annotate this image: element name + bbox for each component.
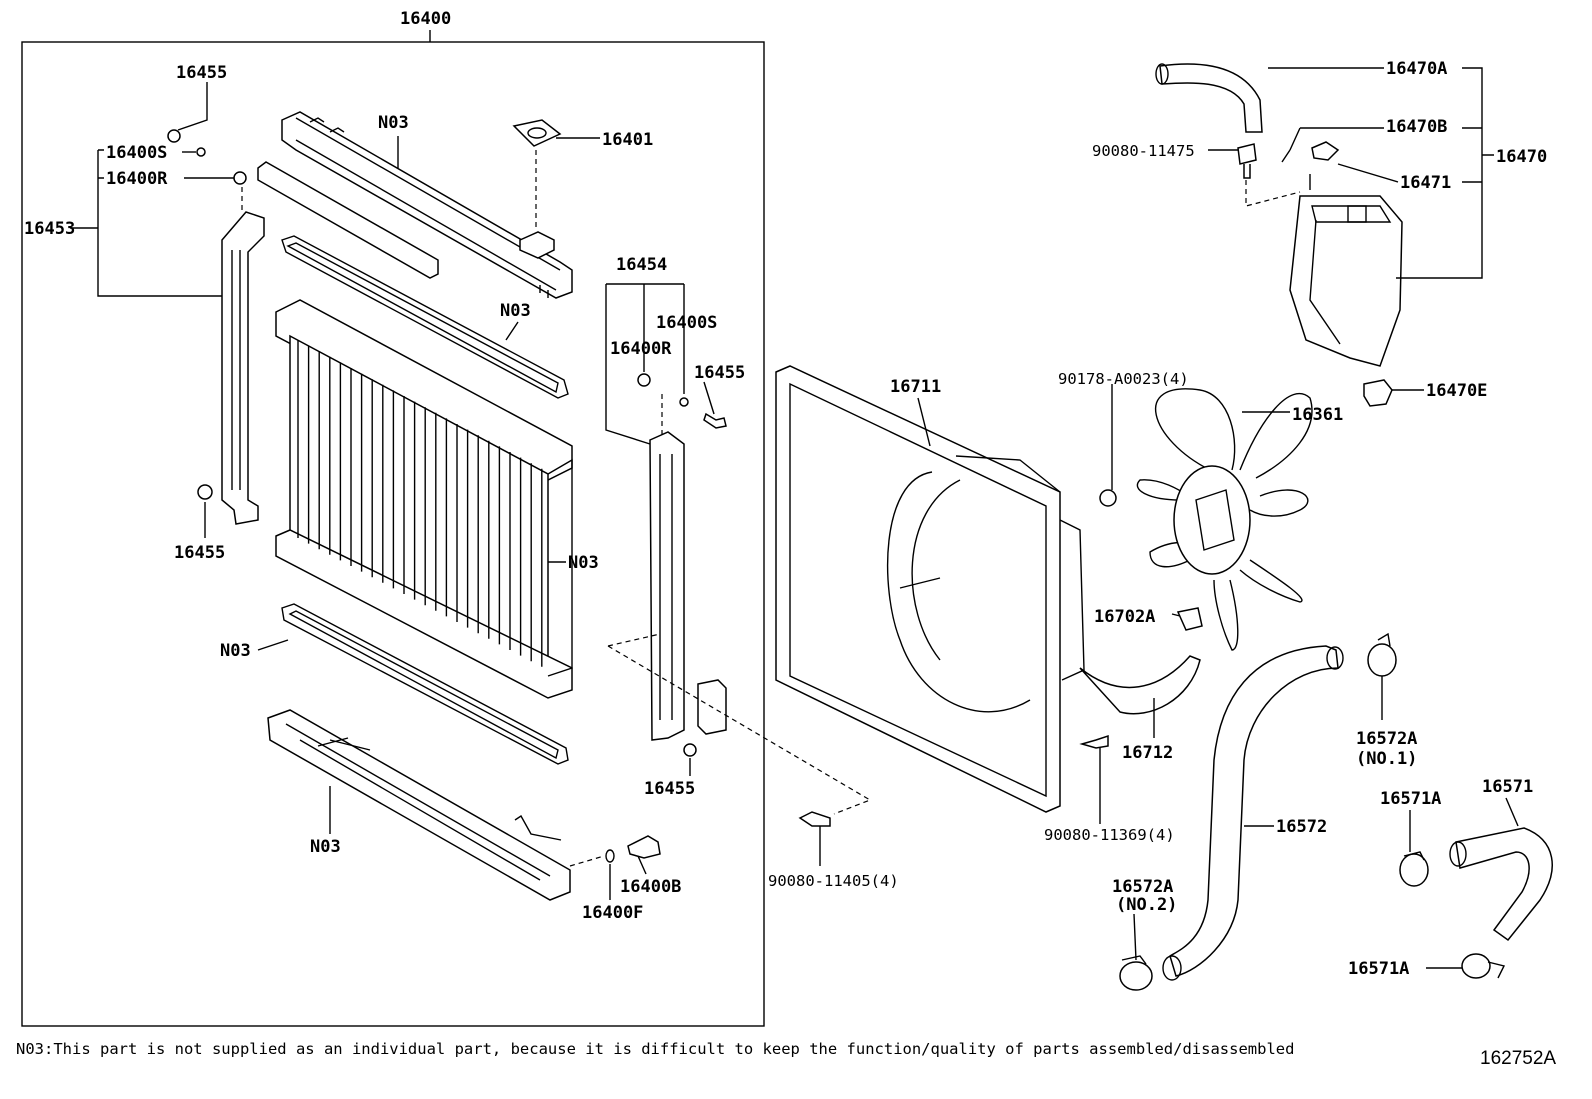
- label-16455-top-right: 16455: [694, 363, 745, 383]
- upper-seal-strip-graphic: [257, 161, 439, 279]
- right-bolt-bottom-graphic: [683, 743, 697, 757]
- radiator-cap-graphic: [512, 119, 562, 147]
- leader-lines: [70, 67, 1519, 969]
- right-bushing-graphic: [637, 373, 651, 387]
- label-16572A-no2-qualifier: (NO.2): [1116, 895, 1177, 915]
- reservoir-tank-graphic: [1289, 195, 1403, 367]
- label-16470: 16470: [1496, 147, 1547, 167]
- reservoir-plug-graphic: [1363, 379, 1393, 407]
- lower-hose-end-graphic: [1326, 646, 1344, 670]
- label-n03-upper-tank: N03: [378, 113, 409, 133]
- label-90178-a0023: 90178-A0023(4): [1058, 370, 1189, 388]
- label-90080-11369: 90080-11369(4): [1044, 826, 1175, 844]
- part-labels: 16400 16455 16400S 16400R 16453 16455 N0…: [24, 9, 1547, 979]
- footnote: N03:This part is not supplied as an indi…: [16, 1040, 1294, 1058]
- shroud-bolt-dash-line: [607, 633, 872, 815]
- fan-shroud-graphic: [775, 365, 1085, 813]
- diagram-code: 162752A: [1480, 1048, 1556, 1069]
- label-n03-core: N03: [568, 553, 599, 573]
- upper-tank-graphic: [281, 111, 573, 299]
- label-90080-11405: 90080-11405(4): [768, 872, 899, 890]
- label-n03-lower-seal: N03: [220, 641, 251, 661]
- label-16471: 16471: [1400, 173, 1451, 193]
- label-16455-bottom-right: 16455: [644, 779, 695, 799]
- label-16470B: 16470B: [1386, 117, 1447, 137]
- label-90080-11475: 90080-11475: [1092, 142, 1195, 160]
- right-bolt-top-graphic: [703, 412, 727, 429]
- label-n03-upper-seal: N03: [500, 301, 531, 321]
- clamp-b-graphic: [1461, 953, 1506, 979]
- label-16361: 16361: [1292, 405, 1343, 425]
- clamp-a-graphic: [1399, 851, 1429, 887]
- clamp-no1-graphic: [1367, 632, 1397, 677]
- label-16400S-right: 16400S: [656, 313, 717, 333]
- upper-hose-end-graphic: [1449, 841, 1467, 867]
- fan-nut-graphic: [1099, 489, 1117, 507]
- label-16571A-lower: 16571A: [1348, 959, 1409, 979]
- label-16454: 16454: [616, 255, 667, 275]
- label-16453: 16453: [24, 219, 75, 239]
- lower-tank-graphic: [267, 709, 571, 901]
- label-n03-lower-tank: N03: [310, 837, 341, 857]
- clamp-no2-graphic: [1119, 955, 1153, 991]
- label-16711: 16711: [890, 377, 941, 397]
- label-16400R-right: 16400R: [610, 339, 672, 359]
- lower-hose-graphic: [1169, 645, 1339, 977]
- radiator-core-graphic: [275, 299, 573, 699]
- label-16572A-no1-qualifier: (NO.1): [1356, 749, 1417, 769]
- lower-shroud-graphic: [1079, 655, 1201, 715]
- label-16702A: 16702A: [1094, 607, 1155, 627]
- radiator-assembly-frame: [21, 30, 765, 1027]
- label-16400R-left: 16400R: [106, 169, 168, 189]
- label-16470A: 16470A: [1386, 59, 1447, 79]
- drain-dash-line: [569, 855, 605, 867]
- label-16572: 16572: [1276, 817, 1327, 837]
- right-side-support-graphic: [649, 431, 685, 741]
- label-16571: 16571: [1482, 777, 1533, 797]
- label-16455-top-left: 16455: [176, 63, 227, 83]
- label-16571A-upper: 16571A: [1380, 789, 1441, 809]
- label-16455-bottom-left: 16455: [174, 543, 225, 563]
- drain-o-ring-graphic: [605, 849, 615, 863]
- reservoir-hose-graphic: [1155, 63, 1263, 133]
- upper-gasket-graphic: [281, 235, 569, 399]
- lower-hose-end2-graphic: [1162, 955, 1182, 981]
- label-16400F: 16400F: [582, 903, 643, 923]
- shroud-clip-graphic: [1176, 607, 1203, 631]
- shroud-lower-bolt-graphic: [1079, 734, 1109, 749]
- drain-cock-graphic: [627, 835, 661, 859]
- cooling-fan-graphic: [1136, 388, 1313, 651]
- left-bolt-bottom-graphic: [197, 484, 213, 500]
- right-ring-graphic: [679, 397, 689, 407]
- label-16400S-left: 16400S: [106, 143, 167, 163]
- left-bolt-top-graphic: [167, 129, 247, 185]
- reservoir-cap-graphic: [1281, 141, 1340, 190]
- label-16401: 16401: [602, 130, 653, 150]
- label-16572A-no2: 16572A: [1112, 877, 1173, 897]
- bolt-11405-graphic: [798, 811, 831, 827]
- reservoir-dash-line: [1245, 180, 1301, 207]
- label-16712: 16712: [1122, 743, 1173, 763]
- label-16470E: 16470E: [1426, 381, 1487, 401]
- label-16400B: 16400B: [620, 877, 681, 897]
- upper-hose-graphic: [1455, 827, 1553, 942]
- lower-gasket-graphic: [281, 603, 569, 765]
- reservoir-bolt-graphic: [1237, 143, 1257, 179]
- label-16400: 16400: [400, 9, 451, 29]
- label-16572A-no1: 16572A: [1356, 729, 1417, 749]
- left-side-support-graphic: [221, 211, 265, 525]
